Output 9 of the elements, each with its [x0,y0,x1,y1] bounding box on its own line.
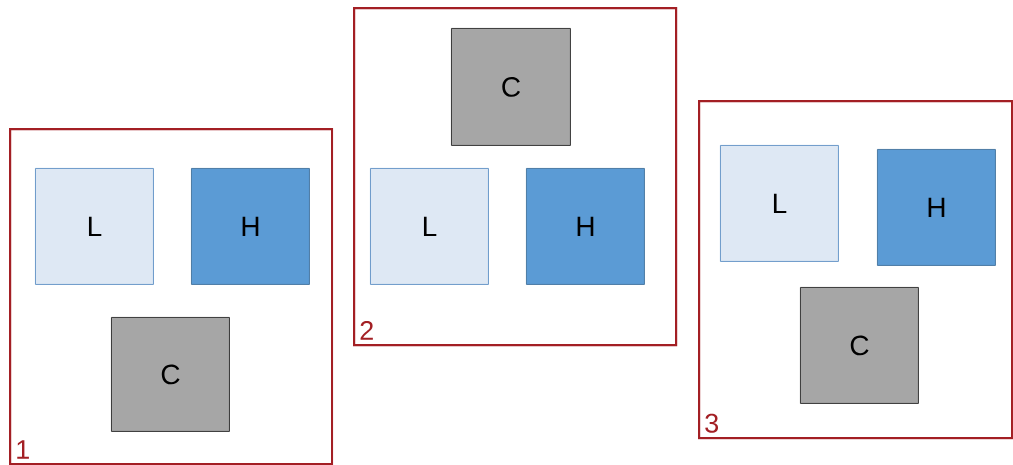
square: C [451,28,571,146]
square: C [111,317,230,432]
square: H [191,168,310,285]
square: L [720,145,839,262]
square: L [370,168,489,285]
square: L [35,168,154,285]
square: H [526,168,645,285]
square: C [800,287,919,404]
square: H [877,149,996,266]
